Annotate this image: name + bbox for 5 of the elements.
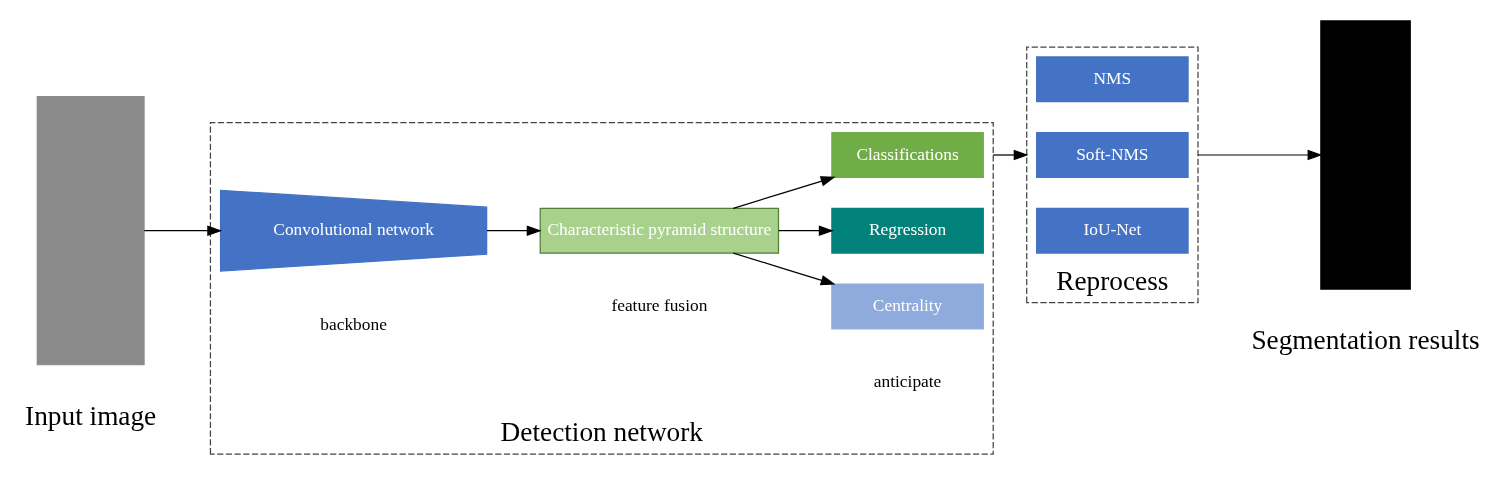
- label: anticipate: [873, 371, 942, 391]
- node-label: Input image: [25, 401, 157, 432]
- node-label: backbone: [320, 314, 387, 334]
- node-label: feature fusion: [611, 296, 708, 316]
- node-label: Segmentation results: [1251, 325, 1480, 356]
